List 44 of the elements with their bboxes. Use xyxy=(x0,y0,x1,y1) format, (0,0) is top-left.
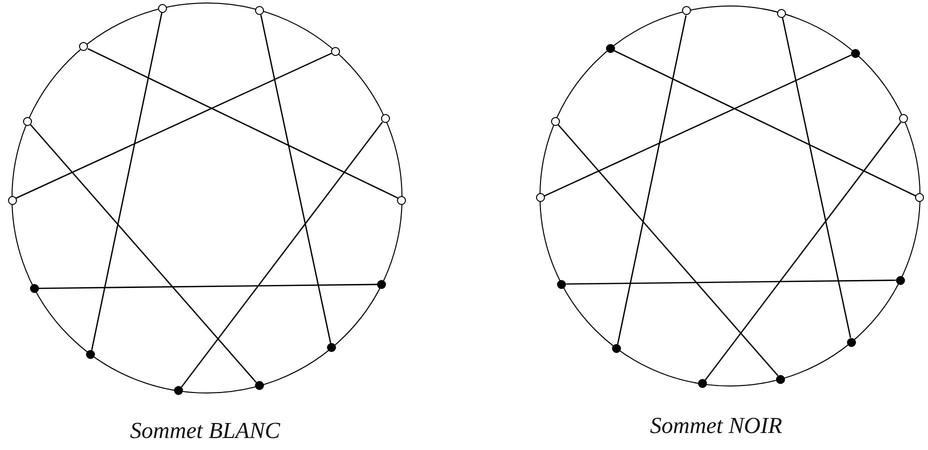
edge-line xyxy=(260,14,332,344)
caption: Sommet NOIR xyxy=(650,413,782,439)
edge-line xyxy=(614,50,916,197)
filled-vertex xyxy=(698,379,707,388)
filled-vertex xyxy=(850,48,860,58)
hollow-vertex xyxy=(915,193,924,202)
edge-line xyxy=(91,12,162,350)
hollow-vertex xyxy=(331,46,340,56)
edge-line xyxy=(16,52,332,199)
filled-vertex xyxy=(557,280,566,289)
hollow-vertex xyxy=(79,42,88,52)
filled-vertex xyxy=(86,350,96,360)
hollow-vertex xyxy=(158,4,168,13)
hollow-vertex xyxy=(550,116,560,126)
hollow-vertex xyxy=(397,196,406,204)
filled-vertex xyxy=(327,343,336,352)
edge-line xyxy=(782,17,852,338)
filled-vertex xyxy=(612,344,622,354)
edge-line xyxy=(544,54,852,197)
filled-vertex xyxy=(30,284,39,293)
edge-line xyxy=(566,280,896,285)
hollow-vertex xyxy=(23,116,32,126)
edge-line xyxy=(617,15,687,344)
hollow-vertex xyxy=(255,6,264,15)
hollow-vertex xyxy=(682,6,692,16)
filled-vertex xyxy=(846,338,856,347)
caption: Sommet BLANC xyxy=(130,418,280,444)
edge-line xyxy=(30,124,257,383)
filled-vertex xyxy=(776,374,786,384)
edge-line xyxy=(180,122,383,388)
hollow-vertex xyxy=(8,196,16,204)
hollow-vertex xyxy=(380,114,390,124)
edge-line xyxy=(88,48,398,199)
hollow-vertex xyxy=(536,193,544,202)
edge-line xyxy=(704,122,902,381)
filled-vertex xyxy=(896,276,905,285)
hollow-vertex xyxy=(899,114,908,124)
filled-vertex xyxy=(606,44,614,54)
filled-vertex xyxy=(377,280,386,289)
filled-vertex xyxy=(174,386,184,396)
edge-line xyxy=(558,124,778,376)
edge-line xyxy=(38,284,378,289)
filled-vertex xyxy=(254,381,264,390)
hollow-vertex xyxy=(777,8,786,18)
